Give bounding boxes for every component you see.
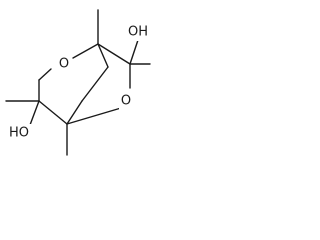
atom-label-o-left: O bbox=[57, 55, 71, 73]
hydroxyl-bond-bottom-left bbox=[29, 100, 40, 126]
bond-c8-c7 bbox=[81, 66, 109, 102]
bond-c1-o6 bbox=[72, 43, 99, 59]
hydroxyl-top-right-label: OH bbox=[128, 25, 148, 40]
bond-o6-c5 bbox=[38, 68, 52, 81]
bond-c1-c2 bbox=[97, 43, 131, 65]
bond-c7-c4 bbox=[66, 100, 83, 125]
bond-o3-c4 bbox=[66, 107, 122, 125]
bond-c5-c4 bbox=[38, 100, 68, 125]
bond-c1-c8 bbox=[97, 43, 109, 68]
atom-label-oh-top-right: OH bbox=[126, 23, 150, 41]
ring-oxygen-left-label: O bbox=[59, 57, 69, 72]
atom-label-o-right: O bbox=[119, 92, 133, 110]
hydroxyl-bottom-left-label: HO bbox=[9, 126, 29, 141]
hydroxyl-bond-top-right bbox=[129, 39, 139, 65]
molecule-diagram: OH O O HO bbox=[5, 9, 151, 156]
ring-oxygen-right-label: O bbox=[121, 94, 131, 109]
atom-label-ho-bottom-left: HO bbox=[6, 124, 32, 142]
